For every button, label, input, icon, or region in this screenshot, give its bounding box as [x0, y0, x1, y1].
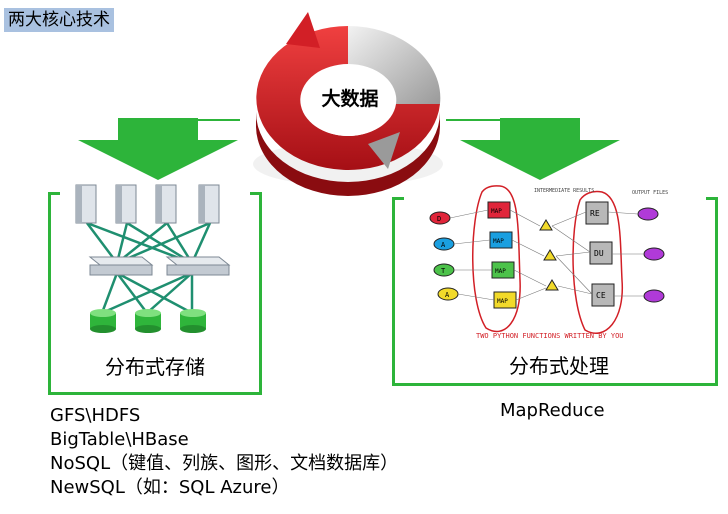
- input-t: T: [441, 267, 446, 275]
- map-3: MAP: [495, 268, 506, 275]
- page-title: 两大核心技术: [4, 8, 114, 32]
- server-icon: [75, 184, 220, 224]
- processing-tech-list: MapReduce: [500, 400, 605, 421]
- list-item: BigTable\HBase: [50, 429, 189, 450]
- mapreduce-sketch: INTERMEDIATE RESULTS OUTPUT FILES TWO PY…: [429, 185, 668, 340]
- cycle-ring-graphic: [253, 12, 443, 196]
- list-item: GFS\HDFS: [50, 405, 141, 426]
- input-a2: A: [445, 291, 450, 299]
- storage-panel: [48, 192, 262, 395]
- input-a1: A: [441, 241, 446, 249]
- mr-caption: TWO PYTHON FUNCTIONS WRITTEN BY YOU: [476, 332, 624, 340]
- reducer-1: RE: [590, 209, 600, 218]
- storage-label: 分布式存储: [105, 355, 205, 379]
- map-4: MAP: [497, 298, 508, 305]
- input-d: D: [437, 215, 441, 223]
- down-arrow-left-icon: [78, 118, 238, 180]
- storage-tech-list: GFS\HDFS BigTable\HBase NoSQL（键值、列族、图形、文…: [50, 404, 398, 500]
- processing-panel: [392, 197, 718, 386]
- list-item: NewSQL（如：SQL Azure）: [50, 477, 290, 498]
- switch-icon: [88, 256, 231, 276]
- output-label: OUTPUT FILES: [632, 190, 668, 196]
- intermediate-label: INTERMEDIATE RESULTS: [534, 188, 594, 194]
- list-item: NoSQL（键值、列族、图形、文档数据库）: [50, 453, 399, 474]
- server-cluster-graphic: [75, 184, 231, 333]
- processing-label: 分布式处理: [509, 354, 609, 378]
- center-label: 大数据: [321, 88, 379, 110]
- map-2: MAP: [493, 238, 504, 245]
- map-1: MAP: [491, 208, 502, 215]
- database-icon: [90, 309, 206, 333]
- list-item: MapReduce: [500, 400, 605, 421]
- down-arrow-right-icon: [460, 118, 620, 180]
- reducer-3: CE: [596, 291, 606, 300]
- reducer-2: DU: [594, 249, 604, 258]
